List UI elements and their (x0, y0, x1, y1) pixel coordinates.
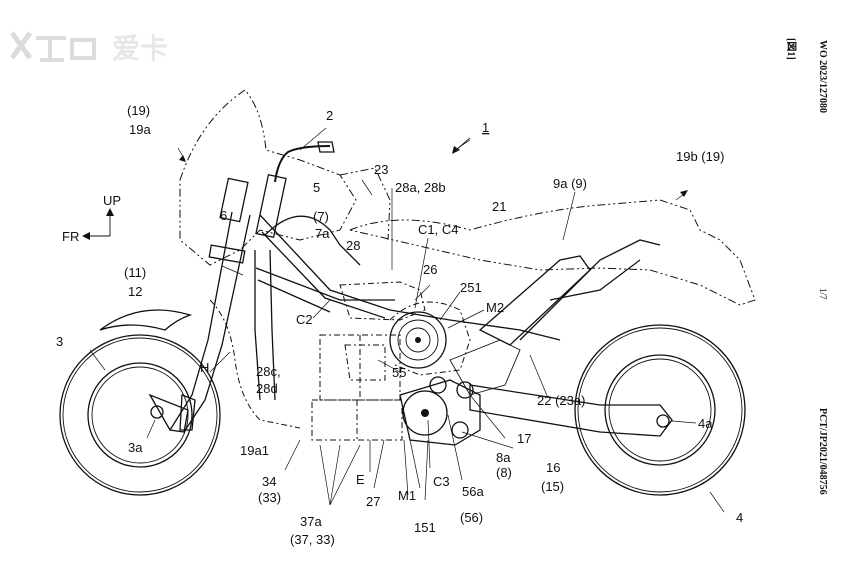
label-251: 251 (460, 280, 482, 295)
label-19b: 19b (19) (676, 149, 724, 164)
label-11: (11) (124, 265, 146, 280)
label-4: 4 (736, 510, 743, 525)
up-label: UP (103, 193, 121, 208)
label-4a: 4a (698, 416, 713, 431)
handlebar-grip (317, 141, 335, 153)
label-3a: 3a (128, 440, 143, 455)
label-2: 2 (326, 108, 333, 123)
label-16: 16 (546, 460, 560, 475)
drive-housing (449, 339, 521, 396)
arrow-19a (179, 155, 186, 162)
direction-indicator: UP FR (62, 193, 121, 244)
label-7: (7) (313, 209, 329, 224)
label-22: 22 (23a) (537, 393, 585, 408)
label-9a: 9a (9) (553, 176, 587, 191)
label-55: 55 (392, 365, 406, 380)
label-27: 27 (366, 494, 380, 509)
rear-axle (656, 414, 670, 428)
page-number: 1/7 (818, 288, 828, 300)
front-fork (148, 174, 287, 433)
label-33: (33) (258, 490, 281, 505)
label-28c: 28c, (256, 364, 281, 379)
label-c1-c4: C1, C4 (418, 222, 458, 237)
application-number: PCT/JP2021/048756 (817, 408, 828, 495)
label-17: 17 (517, 431, 531, 446)
label-3: 3 (56, 334, 63, 349)
label-c3: C3 (433, 474, 450, 489)
figure-number: [図1] (785, 38, 797, 60)
front-label: FR (62, 229, 79, 244)
label-19a1: 19a1 (240, 443, 269, 458)
front-fairing (179, 89, 357, 266)
label-8a: 8a (496, 450, 511, 465)
label-12: 12 (128, 284, 142, 299)
seat-and-rear-cowl (348, 199, 756, 306)
watermark-brand: 爱卡 (112, 33, 168, 64)
label-26: 26 (423, 262, 437, 277)
main-frame (254, 214, 561, 401)
label-56a: 56a (462, 484, 484, 499)
label-1: 1 (482, 120, 489, 135)
label-m1: M1 (398, 488, 416, 503)
handlebar (274, 145, 331, 183)
controller-unit (339, 281, 426, 321)
label-23: 23 (374, 162, 388, 177)
rear-wheel (574, 324, 746, 496)
label-e: E (356, 472, 365, 487)
leader-lines (89, 127, 725, 513)
label-34: 34 (262, 474, 276, 489)
swing-arm (451, 381, 673, 439)
label-28: 28 (346, 238, 360, 253)
side-annotations: [図1] WO 2023/127080 1/7 PCT/JP2021/04875… (785, 38, 828, 495)
watermark-logo: 爱卡 (9, 31, 168, 64)
label-19: (19) (127, 103, 150, 118)
label-8: (8) (496, 465, 512, 480)
front-fender (99, 309, 193, 331)
label-28ab: 28a, 28b (395, 180, 446, 195)
label-21: 21 (492, 199, 506, 214)
label-c2: C2 (296, 312, 313, 327)
label-m2: M2 (486, 300, 504, 315)
motor-m2 (389, 301, 471, 376)
arrow-19b (680, 190, 688, 197)
motor-m1 (399, 376, 481, 446)
label-6: 6 (220, 208, 227, 223)
label-56: (56) (460, 510, 483, 525)
label-37-33: (37, 33) (290, 532, 335, 547)
fuel-tank-cover (339, 167, 391, 241)
publication-number: WO 2023/127080 (817, 40, 828, 113)
label-37a: 37a (300, 514, 322, 529)
reference-labels: 1 2 3 3a 4 4a 5 6 (7) 7a 8a (8) 9a (9) (… (56, 103, 743, 547)
label-19a: 19a (129, 122, 151, 137)
label-28d: 28d (256, 381, 278, 396)
label-15: (15) (541, 479, 564, 494)
arrow-1 (455, 137, 471, 151)
side-cover (209, 299, 301, 429)
front-wheel (59, 334, 221, 496)
label-151: 151 (414, 520, 436, 535)
battery-unit (311, 334, 403, 441)
label-h: H (200, 360, 209, 375)
label-5: 5 (313, 180, 320, 195)
label-7a: 7a (315, 226, 330, 241)
